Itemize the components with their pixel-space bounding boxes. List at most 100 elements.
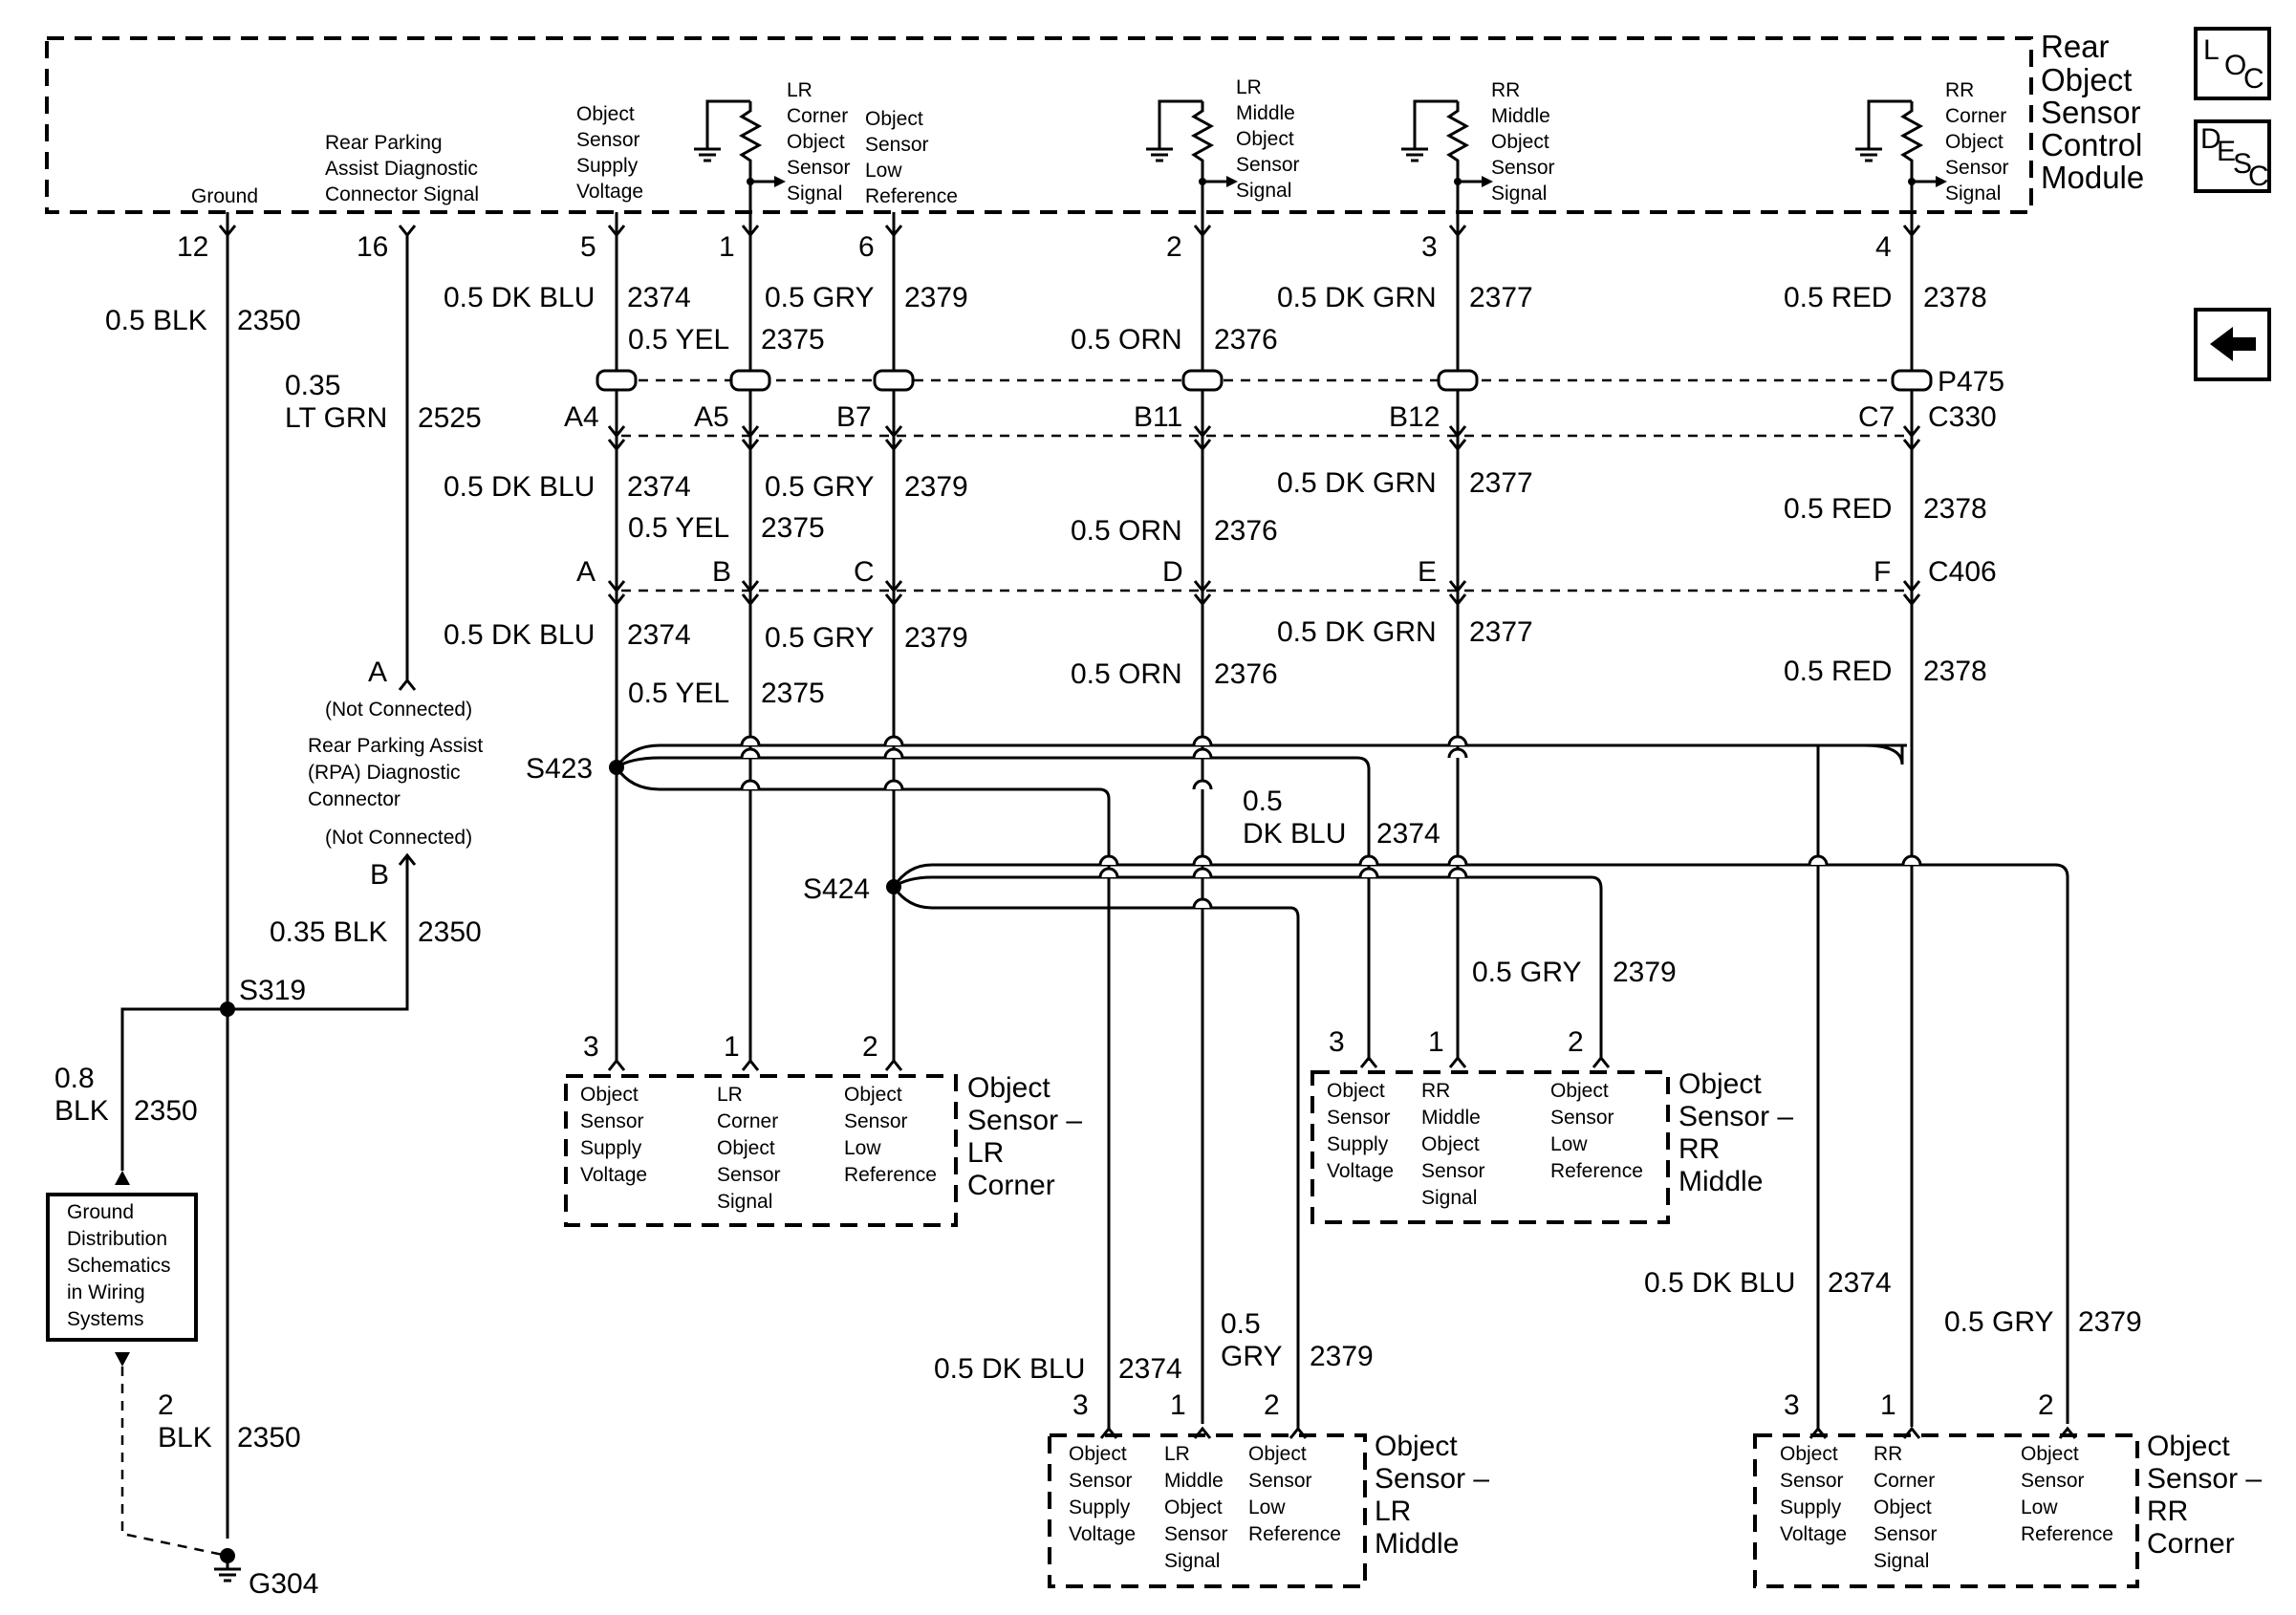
resistor-lr-corner: [692, 99, 786, 212]
sensor-text: Signal: [717, 1191, 772, 1213]
sensor-text: Object: [1164, 1497, 1223, 1518]
wire-label: DK BLU: [1243, 818, 1346, 850]
wire-label: 0.5: [1221, 1308, 1261, 1340]
low-ref-label: Reference: [865, 185, 958, 207]
sensor-text: Sensor: [2021, 1470, 2085, 1492]
lr-corner-label: Signal: [787, 183, 842, 205]
wire-2379: [884, 212, 903, 1061]
sensor-name: Sensor –: [2147, 1463, 2262, 1495]
sensor-name: Object: [1375, 1431, 1458, 1462]
sensor-name: Sensor –: [1679, 1101, 1793, 1132]
sensor-name: Middle: [1375, 1528, 1459, 1560]
lr-middle-label: Object: [1236, 128, 1294, 150]
sensor-lr-middle: 3 1 2 Object Sensor Supply Voltage LR Mi…: [1048, 1389, 1489, 1588]
wire-label: 2374: [627, 471, 691, 503]
sensor-text: Sensor: [1780, 1470, 1844, 1492]
svg-text:E: E: [2217, 136, 2236, 167]
wire-label: BLK: [158, 1422, 212, 1454]
module-title-line: Sensor: [2041, 95, 2141, 130]
rr-corner-label: Sensor: [1945, 157, 2009, 179]
resistor-lr-middle: [1144, 99, 1238, 212]
sensor-text: Voltage: [1069, 1523, 1136, 1545]
rr-middle-label: Object: [1491, 131, 1549, 153]
sensor-name: RR: [1679, 1133, 1720, 1165]
sensor-lr-corner-box: [564, 1074, 958, 1227]
ground-distribution-box[interactable]: [46, 1193, 198, 1342]
c330-pin: B11: [1134, 401, 1182, 433]
wire-label: 2379: [904, 471, 968, 503]
back-arrow-icon[interactable]: [2194, 308, 2271, 381]
resistor-rr-corner: [1853, 99, 1947, 212]
not-connected-label: (Not Connected): [325, 827, 472, 849]
wire-2377: [1448, 212, 1467, 1058]
module-title: Rear Object Sensor Control Module: [2041, 29, 2144, 195]
sensor-lr-corner: 3 1 2 Object Sensor Supply Voltage LR Co…: [564, 1031, 1082, 1227]
sensor-name: Corner: [2147, 1528, 2235, 1560]
c330-pin: A5: [694, 401, 729, 433]
sensor-text: LR: [1164, 1443, 1190, 1465]
pin-number: 2: [1166, 231, 1182, 263]
sensor-text: Low: [1248, 1497, 1286, 1518]
sensor-text: Sensor: [580, 1110, 644, 1132]
wire-label: 0.5 RED: [1784, 282, 1892, 313]
svg-text:S: S: [2233, 148, 2252, 180]
wire-label: 0.5 GRY: [765, 471, 875, 503]
rr-corner-label: Corner: [1945, 105, 2006, 127]
rpa-connector-name: Rear Parking Assist: [308, 735, 483, 757]
sensor-name: Middle: [1679, 1166, 1763, 1197]
rpa-connector-name: (RPA) Diagnostic: [308, 762, 461, 784]
wire-2375: [741, 212, 760, 1061]
c406-pin: D: [1162, 556, 1183, 588]
svg-text:O: O: [2224, 50, 2246, 81]
pin-number: 5: [580, 231, 596, 263]
sensor-text: Sensor: [844, 1110, 908, 1132]
wire-label: 2350: [237, 1422, 301, 1454]
sensor-text: Object: [1421, 1133, 1480, 1155]
lr-middle-label: Middle: [1236, 102, 1295, 124]
sensor-pin: 2: [2038, 1389, 2054, 1421]
sensor-pin: 1: [1170, 1389, 1186, 1421]
wire-label: 2374: [1828, 1267, 1892, 1299]
lr-corner-label: Sensor: [787, 157, 851, 179]
lr-middle-label: Signal: [1236, 180, 1291, 202]
wire-label: 0.5 ORN: [1071, 515, 1182, 547]
low-ref-label: Object: [865, 108, 923, 130]
wire-label: 2375: [761, 678, 825, 709]
rr-middle-label: Signal: [1491, 183, 1547, 205]
sensor-text: Sensor: [1550, 1107, 1614, 1129]
lr-corner-label: Object: [787, 131, 845, 153]
wire-label: 2379: [2078, 1306, 2142, 1338]
wire-label: 0.8: [54, 1063, 95, 1094]
low-ref-label: Sensor: [865, 134, 929, 156]
c406-pin: E: [1418, 556, 1437, 588]
sensor-text: Sensor: [1069, 1470, 1133, 1492]
sensor-pin: 3: [1072, 1389, 1089, 1421]
sensor-text: Reference: [2021, 1523, 2113, 1545]
wire-label: 2374: [627, 282, 691, 313]
wire-label: 2374: [1118, 1353, 1182, 1385]
ground-dist-text: Distribution: [67, 1228, 167, 1250]
module-title-line: Object: [2041, 62, 2132, 97]
c330-label: C330: [1928, 401, 1997, 433]
ground-label-g304: G304: [249, 1568, 318, 1600]
wire-label: 0.5 DK BLU: [444, 471, 595, 503]
loc-icon[interactable]: L O C: [2194, 27, 2271, 100]
wire-label: BLK: [54, 1095, 109, 1127]
rr-middle-label: Middle: [1491, 105, 1550, 127]
desc-icon[interactable]: D E S C: [2194, 119, 2271, 193]
wire-label: 0.5 DK GRN: [1277, 282, 1437, 313]
wire-label: 0.5 YEL: [628, 324, 729, 355]
wire-label: LT GRN: [285, 402, 387, 434]
sensor-text: Middle: [1164, 1470, 1224, 1492]
sensor-text: Object: [1550, 1080, 1609, 1102]
wire-2374: [607, 212, 626, 1061]
wire-2525: [398, 225, 417, 691]
ground-dist-text: in Wiring: [67, 1281, 145, 1303]
sensor-name: Corner: [967, 1170, 1055, 1201]
ground-dist-text: Schematics: [67, 1255, 171, 1277]
wire-2350-b: [227, 852, 417, 1011]
wire-label: 0.5 ORN: [1071, 658, 1182, 690]
p475-label: P475: [1938, 366, 2004, 398]
wire-label: GRY: [1221, 1341, 1282, 1372]
